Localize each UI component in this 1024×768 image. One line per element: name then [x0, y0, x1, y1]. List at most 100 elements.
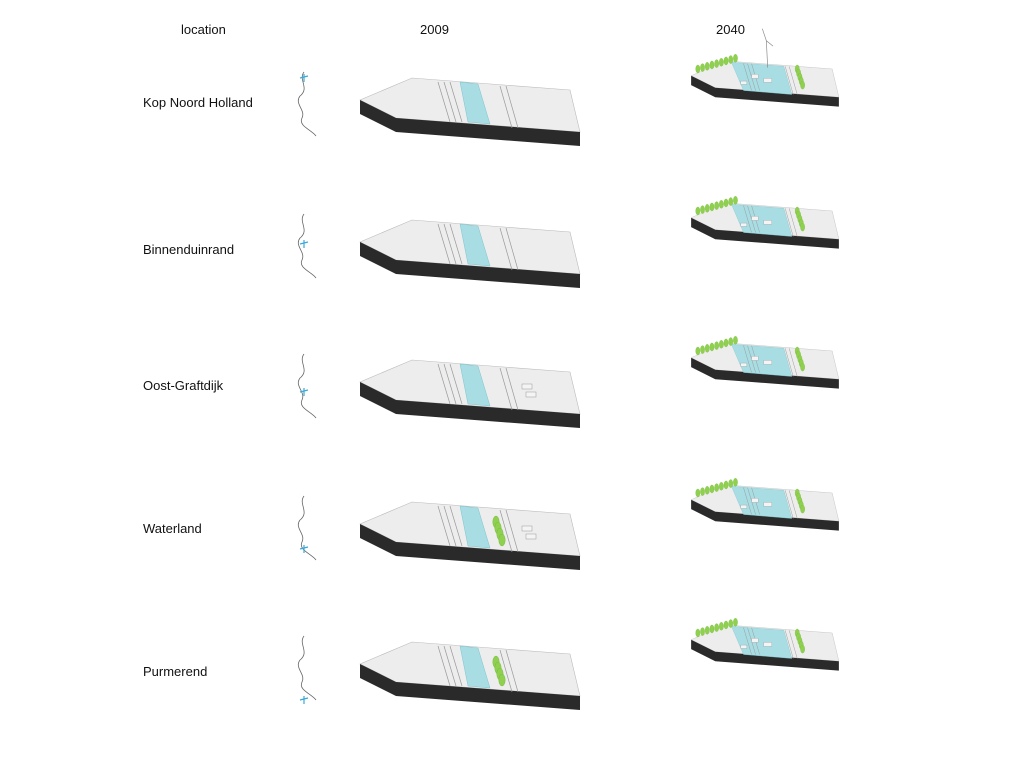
tree-icon [800, 222, 805, 232]
tree-icon [709, 624, 715, 634]
dike-line [499, 85, 513, 129]
tree-icon [704, 204, 710, 213]
water-channel [459, 645, 491, 689]
dike-line [788, 208, 798, 237]
dike-line [788, 348, 798, 377]
tree-icon [733, 478, 738, 487]
tree-icon [723, 56, 729, 66]
tree-icon [695, 628, 701, 638]
tree-icon [733, 54, 738, 63]
tree-icon [719, 200, 724, 209]
tree-icon [728, 197, 734, 206]
tree-icon [700, 487, 705, 496]
tree-icon [709, 60, 715, 70]
tree-icon [714, 623, 719, 632]
dike-line [437, 505, 451, 547]
dike-line [443, 363, 457, 405]
location-row: Purmerend [0, 618, 1024, 764]
section-face [691, 217, 839, 249]
tree-icon [719, 622, 724, 631]
building-icon [751, 356, 759, 361]
water-channel [459, 505, 491, 549]
location-label: Binnenduinrand [143, 242, 235, 257]
building-icon [763, 642, 772, 647]
dike-line [784, 208, 794, 237]
dike-line [788, 66, 798, 95]
tree-icon [498, 673, 506, 687]
dike-line [499, 649, 513, 693]
water-channel [731, 486, 793, 519]
coastline-map [297, 71, 317, 137]
section-2009 [359, 641, 581, 710]
water-channel [731, 344, 793, 377]
location-row: Waterland [0, 478, 1024, 624]
tree-icon [714, 483, 719, 492]
location-row: Kop Noord Holland [0, 28, 1024, 200]
building-icon [740, 504, 748, 509]
dike-line [443, 223, 457, 265]
dike-line [443, 505, 457, 547]
section-2040 [690, 478, 840, 531]
section-2040 [690, 336, 840, 389]
header-2009: 2009 [420, 22, 449, 37]
section-face [360, 382, 580, 428]
dike-line [437, 223, 451, 265]
building-icon [763, 360, 772, 365]
section-face [691, 499, 839, 531]
dike-line [437, 363, 451, 405]
coastline-map [297, 635, 317, 704]
location-label: Waterland [143, 521, 202, 536]
tree-icon [714, 341, 719, 350]
coastline-path [297, 495, 317, 561]
dike-line [499, 509, 513, 553]
building-icon [751, 216, 759, 221]
dike-line [505, 649, 519, 693]
tree-icon [704, 62, 710, 71]
header-2040: 2040 [716, 22, 745, 37]
water-channel [731, 62, 793, 95]
tree-icon [723, 338, 729, 348]
water-channel [459, 363, 491, 407]
section-face [691, 357, 839, 389]
building-icon [751, 74, 759, 79]
dike-line [505, 85, 519, 129]
location-label: Purmerend [143, 664, 208, 679]
tree-icon [695, 64, 701, 74]
tree-icon [723, 620, 729, 630]
section-face [360, 524, 580, 570]
tree-icon [728, 55, 734, 64]
dike-line [449, 363, 463, 405]
location-label: Oost-Graftdijk [143, 378, 224, 393]
coastline-map [297, 495, 317, 561]
dike-line [505, 227, 519, 271]
coastline-path [297, 353, 317, 419]
tree-icon [700, 345, 705, 354]
tree-icon [719, 340, 724, 349]
tree-icon [709, 342, 715, 352]
location-marker-icon [299, 696, 309, 704]
dike-line [784, 490, 794, 519]
dike-line [449, 81, 463, 123]
tree-icon [704, 626, 710, 635]
location-label: Kop Noord Holland [143, 95, 253, 110]
tree-icon [695, 346, 701, 356]
dike-line [505, 509, 519, 553]
tree-icon [709, 484, 715, 494]
dike-line [784, 630, 794, 659]
tree-icon [733, 336, 738, 345]
dike-line [784, 66, 794, 95]
coastline-path [297, 635, 317, 701]
tree-icon [714, 59, 719, 68]
tree-icon [800, 80, 805, 90]
dike-line [449, 645, 463, 687]
tree-icon [733, 618, 738, 627]
coastline-map [297, 353, 317, 419]
tree-icon [695, 206, 701, 216]
building-icon [763, 502, 772, 507]
building-icon [751, 498, 759, 503]
dike-line [743, 205, 752, 233]
water-channel [731, 626, 793, 659]
tree-icon [695, 488, 701, 498]
dike-line [788, 490, 798, 519]
tree-icon [709, 202, 715, 212]
